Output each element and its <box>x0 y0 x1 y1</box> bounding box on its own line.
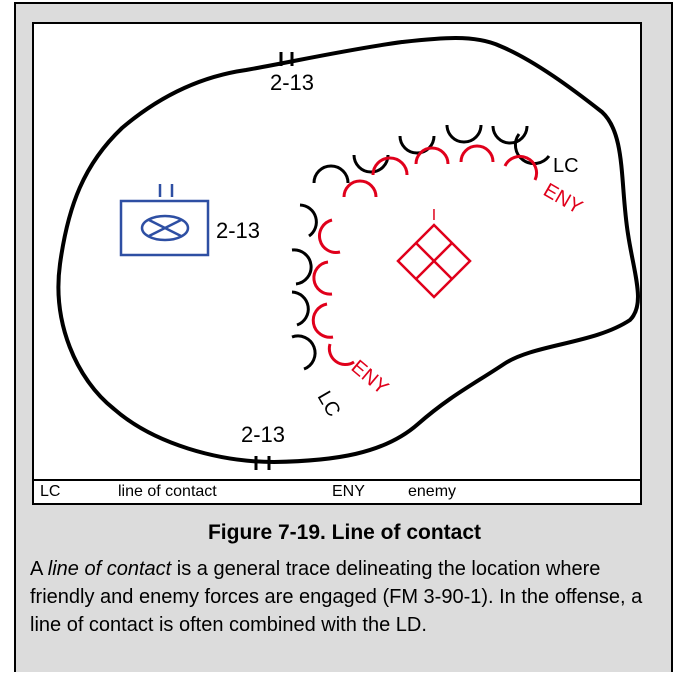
legend-abbr-lc: LC <box>40 483 61 500</box>
lc-label-top: LC <box>553 155 579 177</box>
figure-caption: Figure 7-19. Line of contact <box>207 521 482 544</box>
legend-abbr-eny: ENY <box>332 483 365 500</box>
definition-paragraph: A line of contact is a general trace del… <box>30 555 650 639</box>
enemy-echelon-label: I <box>432 207 436 224</box>
friendly-unit-symbol <box>119 184 210 257</box>
legend-bar: LC line of contact ENY enemy <box>34 479 640 503</box>
echelon-label-bottom: 2-13 <box>241 422 285 447</box>
diagram-box: 2-13 2-13 2-13 <box>32 22 642 505</box>
boundary-ticks-top <box>279 52 294 66</box>
enemy-line-of-contact <box>311 144 539 367</box>
line-of-contact-diagram: 2-13 2-13 2-13 <box>56 36 640 470</box>
enemy-unit-symbol <box>396 223 472 299</box>
defined-term: line of contact <box>47 558 172 580</box>
friendly-line-of-contact <box>291 124 551 371</box>
echelon-label-top: 2-13 <box>270 70 314 95</box>
legend-meaning-lc: line of contact <box>118 483 217 500</box>
lc-label-bottom: LC <box>313 388 345 421</box>
definition-text: is a general trace delineating the locat… <box>30 558 643 636</box>
legend-meaning-eny: enemy <box>408 483 457 500</box>
definition-prefix: A <box>30 558 48 580</box>
unit-boundary <box>56 36 640 465</box>
eny-label-top: ENY <box>540 179 587 219</box>
echelon-label-friendly: 2-13 <box>216 218 260 243</box>
boundary-ticks-bottom <box>254 456 271 470</box>
